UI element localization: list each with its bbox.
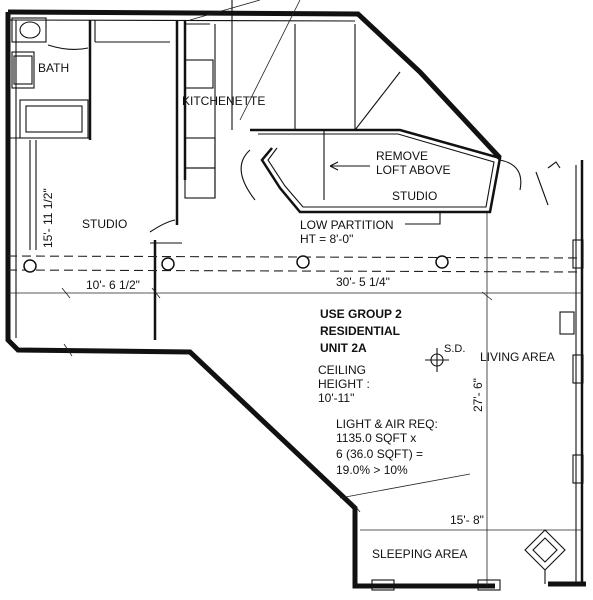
bath-room: BATH bbox=[11, 17, 92, 140]
use-group-line3: UNIT 2A bbox=[320, 341, 367, 355]
light-air-line2: 1135.0 SQFT x bbox=[336, 431, 416, 445]
kitchenette-area: KITCHENETTE bbox=[94, 0, 356, 225]
smoke-detector-label: S.D. bbox=[444, 343, 465, 355]
studio-east-label: STUDIO bbox=[392, 189, 437, 203]
kitchenette-label: KITCHENETTE bbox=[182, 94, 265, 108]
west-width-dimension: 10'- 6 1/2" bbox=[86, 278, 140, 292]
exterior-walls bbox=[5, 9, 586, 589]
east-studio: REMOVE LOFT ABOVE STUDIO LOW PARTITION H… bbox=[240, 71, 502, 246]
column-marker bbox=[23, 259, 37, 273]
light-air-line1: LIGHT & AIR REQ: bbox=[336, 417, 438, 431]
use-group-line1: USE GROUP 2 bbox=[320, 307, 402, 321]
sleeping-width-dimension: 15'- 8" bbox=[450, 513, 484, 527]
beam-line bbox=[7, 255, 583, 273]
studio-west-label: STUDIO bbox=[82, 217, 127, 231]
light-air-line4: 19.0% > 10% bbox=[336, 463, 408, 477]
ceiling-line1: CEILING bbox=[318, 363, 366, 377]
bath-label: BATH bbox=[38, 61, 69, 75]
remove-loft-line2: LOFT ABOVE bbox=[376, 163, 450, 177]
remove-loft-line1: REMOVE bbox=[376, 149, 428, 163]
light-air-note: LIGHT & AIR REQ: 1135.0 SQFT x 6 (36.0 S… bbox=[336, 417, 471, 499]
ceiling-line2: HEIGHT : bbox=[318, 377, 370, 391]
sleeping-area-label: SLEEPING AREA bbox=[372, 547, 467, 561]
east-width-dimension: 30'- 5 1/4" bbox=[336, 275, 390, 289]
ceiling-note: CEILING HEIGHT : 10'-11" bbox=[318, 363, 370, 405]
low-partition-line1: LOW PARTITION bbox=[300, 218, 394, 232]
use-group-note: USE GROUP 2 RESIDENTIAL UNIT 2A bbox=[320, 307, 402, 355]
column-marker bbox=[296, 255, 310, 269]
smoke-detector: S.D. bbox=[425, 343, 465, 372]
west-studio: STUDIO 15'- 11 1/2" bbox=[8, 137, 182, 340]
living-area-label: LIVING AREA bbox=[480, 350, 555, 364]
use-group-line2: RESIDENTIAL bbox=[320, 324, 400, 338]
dimension-lines: 10'- 6 1/2" 30'- 5 1/4" 27'- 6" 15'- 8" bbox=[8, 212, 582, 586]
ceiling-line3: 10'-11" bbox=[318, 391, 354, 405]
living-depth-dimension: 27'- 6" bbox=[471, 378, 485, 412]
column-marker bbox=[435, 255, 449, 269]
corner-detail bbox=[524, 529, 566, 584]
west-depth-dimension: 15'- 11 1/2" bbox=[41, 188, 55, 248]
column-marker bbox=[161, 257, 175, 271]
east-windows bbox=[371, 159, 584, 591]
low-partition-line2: HT = 8'-0" bbox=[300, 232, 353, 246]
light-air-line3: 6 (36.0 SQFT) = bbox=[336, 447, 423, 461]
